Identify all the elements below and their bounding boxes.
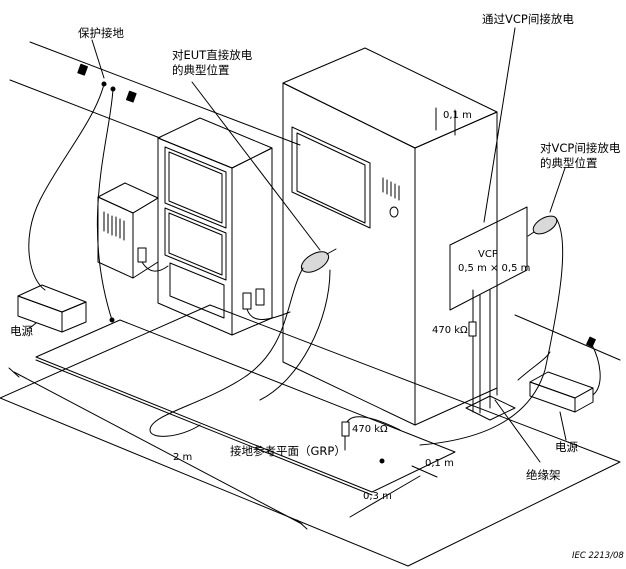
earth-wire-2 <box>9 79 161 139</box>
label-vcp-loc-1: 对VCP间接放电 <box>540 141 621 155</box>
mid-panel-2 <box>164 207 227 281</box>
mid-panel-2-inner <box>168 212 223 276</box>
earth-wire-1 <box>29 41 301 146</box>
vcp-gun-body <box>532 215 558 235</box>
grp-sheet-edge <box>35 359 373 496</box>
left-box-connector <box>137 247 147 263</box>
leader-vcp-loc <box>549 167 566 213</box>
big-cabinet-vents <box>382 177 400 201</box>
label-power-right: 电源 <box>555 440 578 454</box>
vcp-plate <box>449 206 528 311</box>
earth-cable-2 <box>96 88 114 321</box>
mid-panel-1 <box>164 146 227 229</box>
dim-2m-tick-2 <box>296 519 308 530</box>
mid-cabinet-side <box>231 147 273 336</box>
label-resistor-grp: 470 kΩ <box>352 424 388 435</box>
label-direct-discharge-2: 的典型位置 <box>172 63 230 77</box>
label-vcp-loc-2: 的典型位置 <box>540 156 598 170</box>
vcp-gun-tip <box>527 231 535 237</box>
label-vcp-name: VCP <box>478 249 498 260</box>
big-cabinet-front <box>282 82 416 426</box>
vcp-stand-base <box>465 395 516 421</box>
left-box-cable <box>141 261 169 272</box>
leader-direct <box>191 81 321 251</box>
esd-gun-body <box>300 251 330 273</box>
label-dim-03: 0,3 m <box>363 491 392 502</box>
leader-power-right <box>559 411 567 441</box>
big-cabinet-top <box>282 47 498 149</box>
left-box-vents <box>103 211 125 241</box>
right-wire-clamp <box>586 336 596 348</box>
dim-2m-tick-1 <box>8 367 20 378</box>
wire-clamp-2 <box>125 90 137 103</box>
esd-gun-cable-2 <box>259 269 331 401</box>
dim-2m-line <box>13 371 303 525</box>
right-box-side <box>574 387 594 413</box>
label-dim-01-top: 0,1 m <box>443 110 472 121</box>
grp-sheet <box>35 319 456 493</box>
label-vcp-size: 0,5 m × 0,5 m <box>458 263 531 274</box>
esd-gun-tip <box>326 248 337 255</box>
big-cabinet-window <box>291 126 371 229</box>
mid-connector-cable <box>246 308 291 320</box>
left-power-top <box>17 284 87 313</box>
right-earth-wire <box>514 314 621 361</box>
earth-cable-1 <box>28 83 105 291</box>
label-indirect-vcp: 通过VCP间接放电 <box>482 12 574 26</box>
esd-gun-cable <box>149 267 304 437</box>
right-box-cable <box>591 344 601 396</box>
label-resistor-vcp: 470 kΩ <box>432 325 468 336</box>
left-power-side <box>61 301 87 333</box>
vcp-resistor <box>468 321 477 337</box>
dim-03-line <box>349 475 421 518</box>
leader-vcp-indirect <box>483 27 516 223</box>
grp-node-bottom <box>379 458 385 464</box>
label-dim-2m: 2 m <box>173 452 193 463</box>
label-power-left: 电源 <box>10 324 33 338</box>
vcp-gun-cable <box>419 217 564 446</box>
mid-panel-3 <box>169 262 225 319</box>
label-dim-01-bottom: 0,1 m <box>425 458 454 469</box>
mid-cabinet-top <box>157 117 273 169</box>
label-grp: 接地参考平面（GRP） <box>230 444 346 458</box>
mid-connector-1 <box>242 292 252 310</box>
grp-resistor <box>341 421 350 437</box>
leader-earth <box>91 39 105 79</box>
label-figure-id: IEC 2213/08 <box>572 551 624 561</box>
label-direct-discharge-1: 对EUT直接放电 <box>172 48 253 62</box>
label-protective-earth: 保护接地 <box>78 26 124 40</box>
wire-clamp-1 <box>77 63 88 76</box>
leader-stand <box>494 399 541 463</box>
big-cabinet-knob <box>389 206 399 218</box>
left-box-top <box>97 182 159 214</box>
right-grp-cable <box>517 351 551 381</box>
mid-connector-2 <box>255 288 265 306</box>
label-insulating-stand: 绝缘架 <box>526 468 561 482</box>
ground-plane <box>0 304 621 567</box>
grp-node-left <box>109 317 115 323</box>
leader-power-left <box>29 322 37 329</box>
big-cabinet-window-inner <box>296 132 366 224</box>
dim-01-bottom-line <box>411 465 438 478</box>
mid-panel-1-inner <box>168 151 223 224</box>
right-box-front <box>529 381 576 413</box>
